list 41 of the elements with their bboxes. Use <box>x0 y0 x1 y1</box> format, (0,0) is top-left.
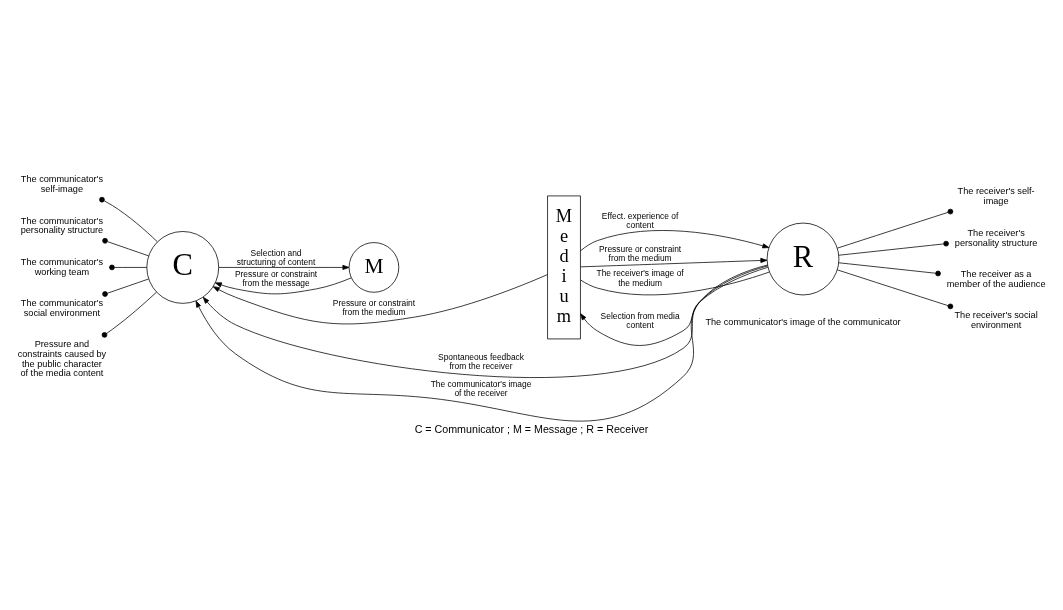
connector <box>838 240 949 256</box>
connector <box>101 291 157 338</box>
edge-label: Pressure or constraint from the medium <box>332 297 416 317</box>
edge-label: Effect. experience of content <box>601 211 679 231</box>
node-text: The receiver as a member of the audience <box>946 269 1046 289</box>
arrow <box>215 277 352 295</box>
node-text: Pressure and constraints caused by the public character of the media content <box>17 338 107 379</box>
node-text: The communicator's working team <box>20 256 103 277</box>
arrow <box>580 230 770 252</box>
connector <box>109 264 148 271</box>
edge-label: Pressure or constraint from the medium <box>598 243 682 264</box>
connector <box>836 208 954 249</box>
edge-label: Pressure or constraint from the message <box>234 269 318 289</box>
connector <box>102 278 149 297</box>
node-text: The receiver's social environment <box>954 310 1038 331</box>
edge-label: Selection and structuring of content <box>236 247 316 267</box>
arrow <box>212 274 548 325</box>
label: The communicator's image of the communicator <box>705 316 901 327</box>
node-text: The communicator's personality structure <box>20 215 104 236</box>
connector <box>580 271 770 296</box>
node-text: The receiver's personality structure <box>954 227 1038 248</box>
edge-label: The receiver's image of the medium <box>596 268 684 288</box>
node-circle: R <box>766 222 840 296</box>
edge-label: Selection from media content <box>600 311 680 331</box>
node-circle: M <box>348 242 400 293</box>
caption: C = Communicator ; M = Message ; R = Receiver <box>414 422 649 435</box>
connector <box>99 196 158 243</box>
arrow <box>580 257 768 268</box>
arrow <box>195 264 768 422</box>
connector <box>102 237 149 257</box>
node-text: The communicator's social environment <box>20 298 103 319</box>
arrow <box>218 264 350 270</box>
node-text: The receiver's self-image <box>957 186 1035 207</box>
arrow <box>580 266 769 346</box>
connector <box>836 269 954 310</box>
connector <box>838 262 941 277</box>
arrow <box>202 265 769 378</box>
node-box: M e d i u m <box>547 195 581 340</box>
edge-label: The communicator's image of the receiver <box>430 378 532 398</box>
node-text: The communicator's self-image <box>20 174 103 195</box>
edge-label: Spontaneous feedback from the receiver <box>438 351 525 371</box>
